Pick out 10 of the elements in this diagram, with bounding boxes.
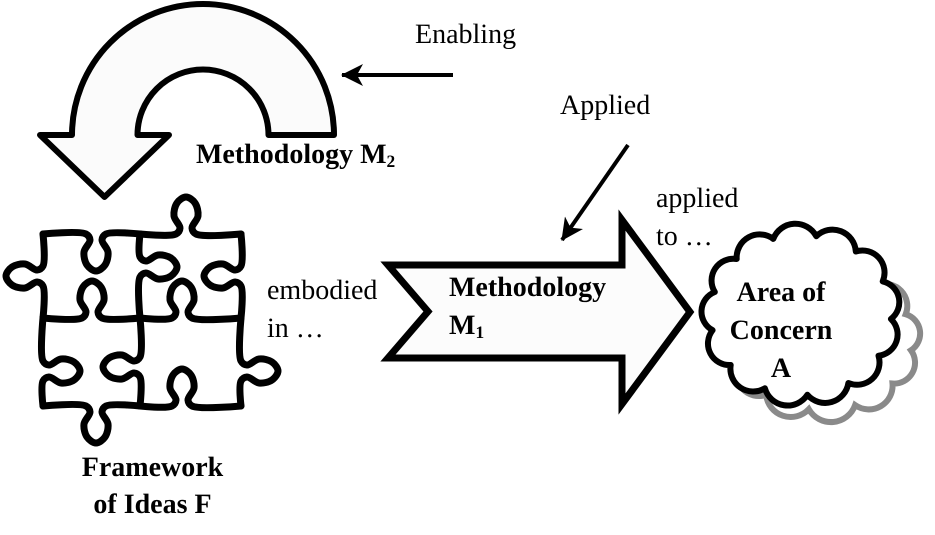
- arrow: [341, 64, 453, 86]
- node-label: Area of Concern A: [728, 276, 834, 386]
- annotation: applied to …: [656, 182, 740, 254]
- node-label: Methodology M$_{2}$: [196, 138, 396, 172]
- text-label: Enabling: [415, 19, 516, 51]
- node-label: Methodology M$_{1}$: [449, 271, 608, 344]
- arrow: [560, 144, 630, 242]
- annotation: embodied in …: [267, 274, 378, 346]
- node-label: Framework of Ideas F: [80, 451, 224, 522]
- text-label: Applied: [560, 90, 650, 122]
